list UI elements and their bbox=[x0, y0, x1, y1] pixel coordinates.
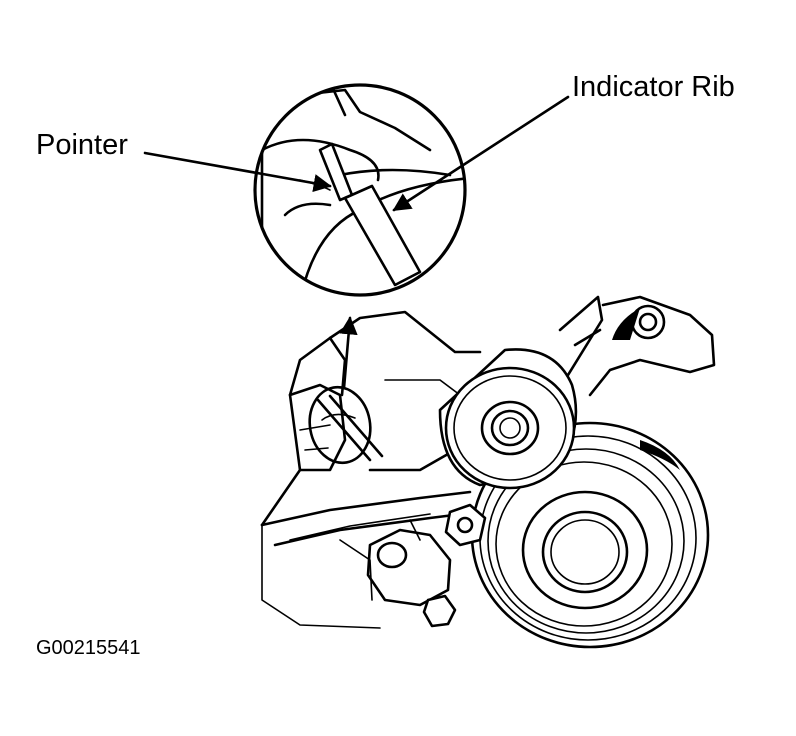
tensioner-pulley bbox=[438, 348, 578, 490]
upper-bolt bbox=[612, 304, 666, 340]
locator-circle bbox=[308, 385, 384, 465]
tensioner-arm bbox=[339, 503, 487, 628]
indicator-rib-label: Indicator Rib bbox=[572, 71, 735, 103]
pointer-label: Pointer bbox=[36, 129, 128, 161]
magnify-arrow bbox=[339, 316, 358, 390]
magnified-view bbox=[253, 83, 467, 297]
indicator-rib-leader-arrow bbox=[392, 95, 570, 212]
pointer-leader-arrow bbox=[143, 151, 332, 193]
figure-code: G00215541 bbox=[36, 637, 141, 659]
engine-bracket bbox=[260, 295, 716, 629]
drive-belt bbox=[260, 490, 480, 547]
